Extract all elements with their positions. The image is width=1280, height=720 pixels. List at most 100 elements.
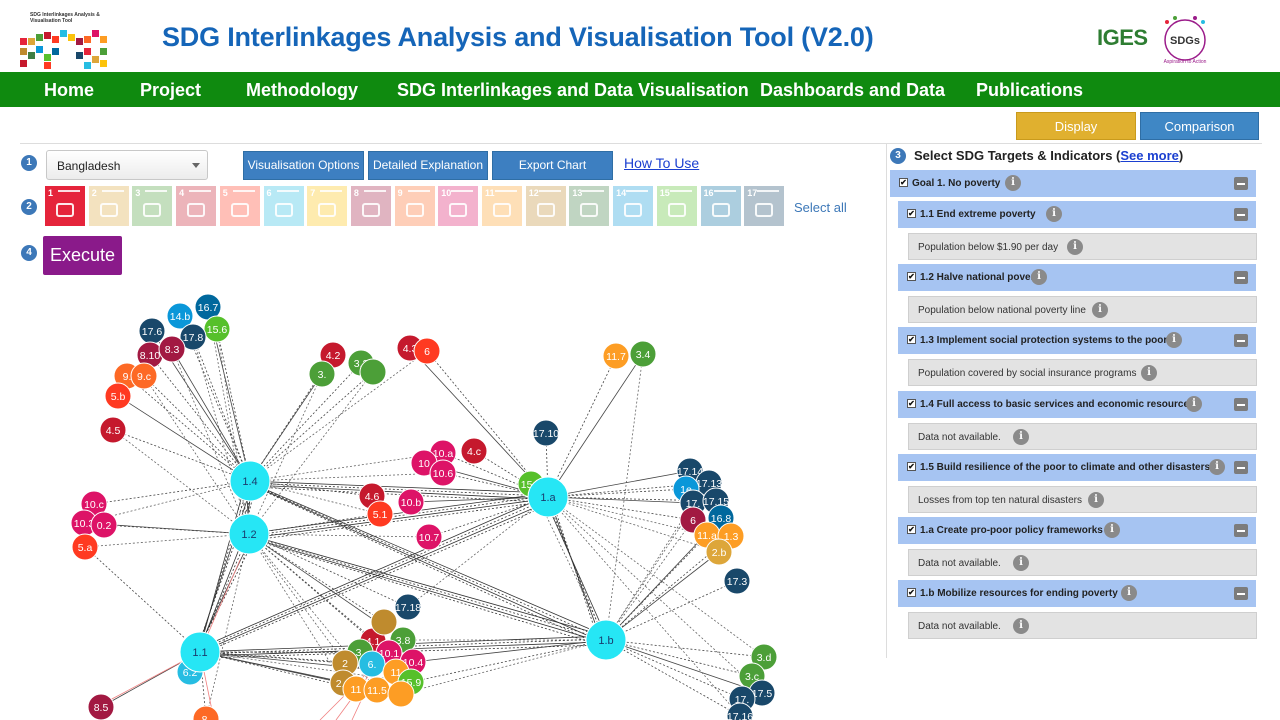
- target-node[interactable]: 10.b: [397, 488, 425, 516]
- goal-tile-1[interactable]: 1: [45, 186, 85, 226]
- target-node[interactable]: [370, 608, 398, 636]
- nav-interlinkages[interactable]: SDG Interlinkages and Data Visualisation: [397, 80, 749, 100]
- target-node[interactable]: 9.c: [130, 362, 158, 390]
- target-node[interactable]: 3.d: [750, 643, 778, 671]
- select-all-link[interactable]: Select all: [794, 200, 847, 215]
- collapse-icon[interactable]: [1234, 334, 1248, 348]
- goal-tile-4[interactable]: 4: [176, 186, 217, 226]
- info-icon[interactable]: i: [1031, 269, 1047, 286]
- target-node[interactable]: 14.b: [166, 302, 194, 330]
- info-icon[interactable]: i: [1046, 206, 1062, 222]
- target-row[interactable]: ✔1.b Mobilize resources for ending pover…: [898, 580, 1256, 608]
- goal-tile-7[interactable]: 7: [307, 186, 348, 226]
- nav-home[interactable]: Home: [44, 80, 95, 100]
- collapse-icon[interactable]: [1234, 208, 1248, 221]
- goal-row[interactable]: ✔ Goal 1. No poverty i: [890, 170, 1256, 197]
- target-checkbox[interactable]: ✔: [907, 335, 916, 345]
- info-icon[interactable]: i: [1209, 458, 1225, 475]
- goal-tile-3[interactable]: 3: [132, 186, 173, 226]
- indicator-row[interactable]: Data not available.i: [908, 612, 1257, 640]
- info-icon[interactable]: i: [1166, 332, 1182, 349]
- nav-methodology[interactable]: Methodology: [246, 80, 358, 100]
- indicator-row[interactable]: Data not available.i: [908, 422, 1257, 450]
- collapse-icon[interactable]: [1234, 587, 1248, 601]
- target-node[interactable]: 6.: [358, 650, 386, 678]
- info-icon[interactable]: i: [1186, 395, 1202, 412]
- info-icon[interactable]: i: [1104, 522, 1120, 538]
- collapse-icon[interactable]: [1234, 524, 1248, 537]
- target-node[interactable]: 17.8: [179, 323, 207, 351]
- target-node[interactable]: 17.5: [748, 679, 776, 707]
- target-node[interactable]: 10.6: [429, 459, 457, 487]
- target-node[interactable]: 4.c: [460, 437, 488, 465]
- info-icon[interactable]: i: [1005, 175, 1021, 191]
- target-node[interactable]: 5.1: [366, 500, 394, 528]
- target-checkbox[interactable]: ✔: [907, 525, 916, 534]
- nav-dashboards[interactable]: Dashboards and Data: [760, 80, 946, 100]
- target-node[interactable]: 6: [413, 337, 441, 365]
- target-node[interactable]: 17.6: [138, 317, 166, 345]
- target-row[interactable]: ✔1.5 Build resilience of the poor to cli…: [898, 453, 1256, 481]
- nav-project[interactable]: Project: [140, 80, 202, 100]
- goal-tile-11[interactable]: 11: [482, 186, 522, 226]
- goal-checkbox[interactable]: ✔: [899, 178, 908, 187]
- goal-tile-6[interactable]: 6: [263, 186, 304, 226]
- goal-tile-14[interactable]: 14: [613, 186, 654, 226]
- target-checkbox[interactable]: ✔: [907, 588, 916, 598]
- see-more-link[interactable]: See more: [1120, 148, 1179, 163]
- target-node[interactable]: 10.7: [415, 523, 443, 551]
- hub-node[interactable]: 1.b: [585, 619, 627, 661]
- target-node[interactable]: 11: [342, 675, 370, 703]
- target-node[interactable]: 8.5: [87, 693, 115, 720]
- target-node[interactable]: 15.6: [203, 315, 231, 343]
- target-node[interactable]: 8.3: [158, 335, 186, 363]
- goal-tile-2[interactable]: 2: [88, 186, 129, 226]
- goal-tile-16[interactable]: 16: [700, 186, 741, 226]
- indicator-row[interactable]: Data not available.i: [908, 549, 1257, 576]
- how-to-use-link[interactable]: How To Use: [624, 155, 700, 171]
- hub-node[interactable]: 1.2: [228, 513, 270, 555]
- target-row[interactable]: ✔1.3 Implement social protection systems…: [898, 327, 1256, 355]
- target-node[interactable]: 2.b: [705, 538, 733, 566]
- detailed-explanation-button[interactable]: Detailed Explanation: [368, 151, 488, 180]
- hub-node[interactable]: 1.1: [179, 631, 221, 673]
- target-node[interactable]: 4.5: [99, 416, 127, 444]
- goal-tile-17[interactable]: 17: [744, 186, 785, 226]
- execute-button[interactable]: Execute: [43, 236, 122, 275]
- target-node[interactable]: [387, 680, 415, 708]
- target-node[interactable]: 0.2: [90, 511, 118, 539]
- info-icon[interactable]: i: [1067, 239, 1083, 255]
- target-node[interactable]: 8.10: [136, 341, 164, 369]
- target-node[interactable]: 3.4: [629, 340, 657, 368]
- target-node[interactable]: 16.7: [194, 293, 222, 321]
- info-icon[interactable]: i: [1013, 618, 1029, 635]
- target-node[interactable]: 17.16: [726, 702, 754, 720]
- comparison-button[interactable]: Comparison: [1140, 112, 1259, 140]
- info-icon[interactable]: i: [1013, 428, 1029, 445]
- target-node[interactable]: 5.b: [104, 382, 132, 410]
- target-row[interactable]: ✔1.4 Full access to basic services and e…: [898, 390, 1256, 418]
- goal-tile-15[interactable]: 15: [656, 186, 697, 226]
- visualisation-options-button[interactable]: Visualisation Options: [243, 151, 364, 180]
- info-icon[interactable]: i: [1013, 555, 1029, 571]
- info-icon[interactable]: i: [1121, 585, 1137, 602]
- target-checkbox[interactable]: ✔: [907, 272, 916, 282]
- collapse-icon[interactable]: [1234, 177, 1248, 190]
- target-checkbox[interactable]: ✔: [907, 398, 916, 408]
- target-node[interactable]: 17.10: [532, 419, 560, 447]
- collapse-icon[interactable]: [1234, 271, 1248, 285]
- goal-tile-5[interactable]: 5: [219, 186, 260, 226]
- display-button[interactable]: Display: [1016, 112, 1136, 140]
- target-node[interactable]: 17.3: [723, 567, 751, 595]
- target-node[interactable]: 17.18: [394, 593, 422, 621]
- goal-tile-10[interactable]: 10: [438, 186, 479, 226]
- hub-node[interactable]: 1.4: [229, 460, 271, 502]
- target-node[interactable]: [359, 358, 387, 386]
- target-node[interactable]: 5.a: [71, 533, 99, 561]
- target-checkbox[interactable]: ✔: [907, 461, 916, 471]
